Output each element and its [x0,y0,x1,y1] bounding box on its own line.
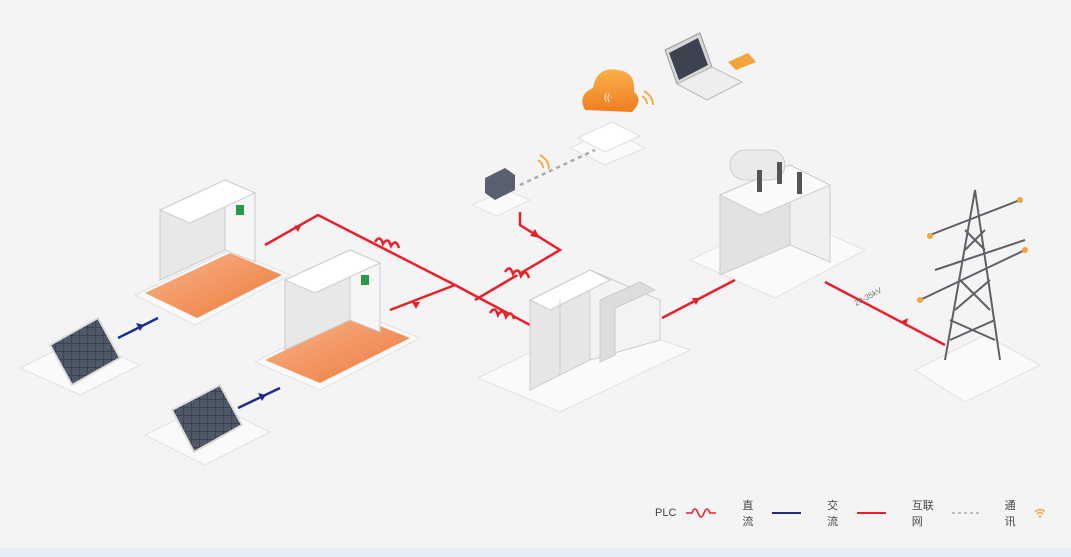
transmission-tower [917,189,1028,361]
inverter-2-pad [265,316,410,383]
wifi-icon [537,90,654,170]
dc-arrow [258,393,266,401]
plc-coil-icon [686,508,717,518]
svg-text:((·: ((· [604,92,613,102]
transformer [718,149,832,276]
ac-arrows [294,224,908,326]
cloud-icon: ((· [582,69,639,112]
legend: PLC 直流 交流 互联网 通讯 [655,497,1071,529]
legend-internet: 互联网 [912,497,979,529]
legend-dc: 直流 [742,497,802,529]
plc-coils [373,237,531,321]
solar-panel-1 [48,316,122,387]
dc-line-icon [772,512,802,514]
dc-lines [117,316,281,410]
inverter-2 [283,249,382,351]
wifi-icon [1034,508,1045,518]
internet-line [519,148,596,187]
inverter-1-pad [145,253,282,318]
bottom-band [0,548,1071,557]
legend-plc: PLC [655,507,717,519]
data-logger [485,168,515,200]
ac-line-icon [856,512,886,514]
laptop-icon [664,32,756,101]
router [576,121,642,153]
switchgear-cabinet [528,269,661,391]
legend-ac: 交流 [827,497,886,529]
legend-comm: 通讯 [1005,497,1045,529]
solar-panel-2 [170,383,244,454]
dc-arrow [136,323,144,331]
dashed-line-icon [951,512,979,514]
inverter-1 [158,179,257,281]
